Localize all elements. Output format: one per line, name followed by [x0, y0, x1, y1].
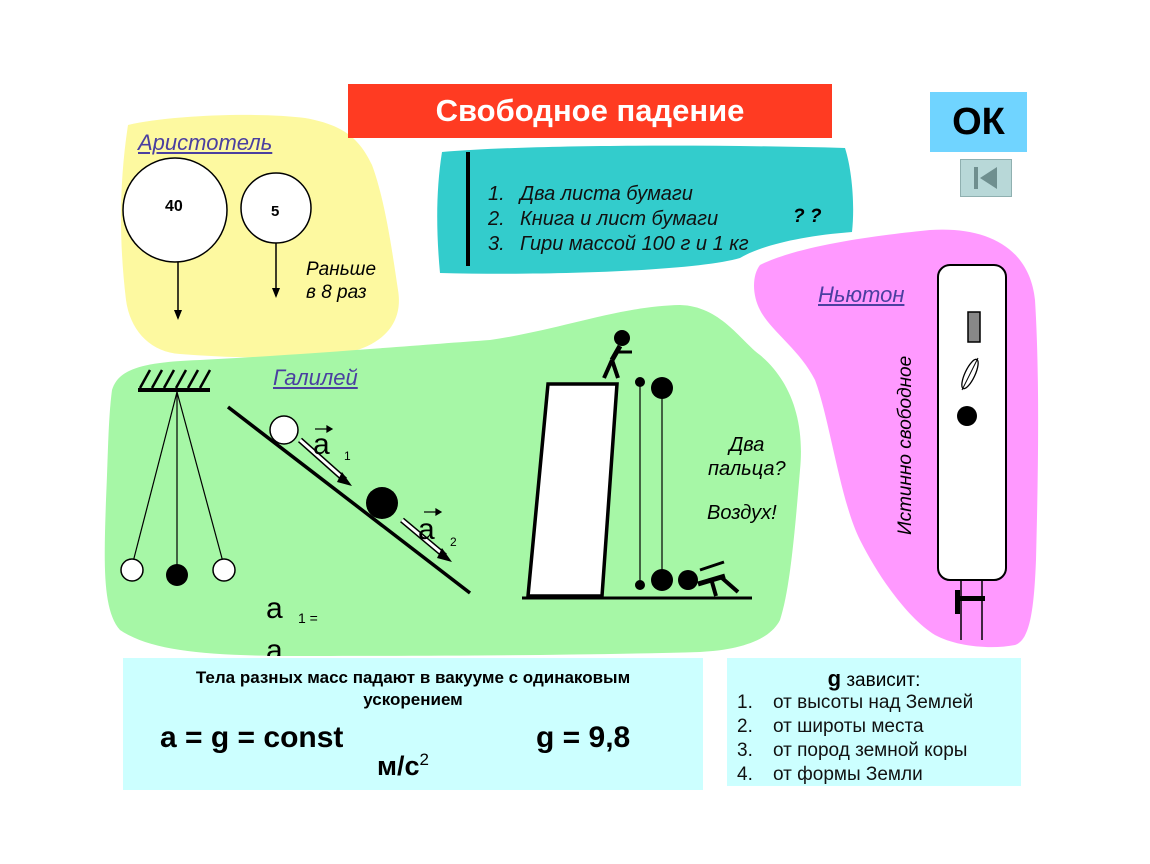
heavy-ball — [122, 157, 228, 263]
two-fingers-note: Два пальца? — [708, 433, 786, 481]
drop-ball-small-top — [635, 377, 645, 387]
pendulum-strings — [132, 391, 224, 566]
pendulum-hatching — [138, 369, 212, 389]
air-note: Воздух! — [707, 502, 777, 524]
conclusion-panel: Тела разных масс падают в вакууме с один… — [123, 658, 703, 790]
g-depends-title: зависит: — [841, 670, 921, 691]
two-fingers-line2: пальца? — [708, 458, 786, 480]
experiments-bar — [466, 152, 470, 266]
galileo-region — [104, 305, 801, 656]
heavy-ball-mass: 40 — [165, 198, 183, 215]
conclusion-line1: Тела разных масс падают в вакууме с один… — [195, 668, 631, 687]
two-fingers-line1: Два — [729, 434, 765, 456]
g-unit-base: м/с — [377, 751, 420, 781]
acceleration-arrow-1 — [298, 437, 352, 486]
drop-ball-large-bottom — [651, 569, 673, 591]
acceleration-arrow-2 — [400, 517, 452, 562]
list-item: 3.от пород земной коры — [737, 740, 968, 761]
pendulum-ball-left — [120, 558, 144, 582]
conclusion-line2: ускорением — [363, 690, 463, 709]
aristotle-note-line2: в 8 раз — [306, 282, 367, 303]
equality-a1: a — [266, 592, 283, 625]
tower-person-icon — [602, 330, 632, 379]
list-item: 1.Два листа бумаги — [488, 183, 693, 205]
acceleration-a2: a — [418, 513, 435, 546]
pendulum-ball-right — [212, 558, 236, 582]
experiments-question: ? ? — [793, 206, 822, 227]
list-item: 1.от высоты над Землей — [737, 692, 974, 713]
newton-label: Ньютон — [818, 282, 905, 307]
aristotle-note-line1: Раньше — [306, 259, 377, 280]
vector-mark-2 — [424, 507, 443, 517]
plane-ball-light — [269, 415, 299, 445]
galileo-label: Галилей — [273, 365, 358, 390]
plane-ball-heavy — [366, 487, 398, 519]
experiments-list: 1.Два листа бумаги 2.Книга и лист бумаги… — [488, 182, 749, 257]
leaning-tower — [526, 382, 619, 598]
list-item: 2.Книга и лист бумаги — [488, 208, 719, 230]
g-unit: м/с2 — [377, 750, 429, 782]
g-depends-heading: g зависит: — [727, 666, 1021, 692]
list-item: 3.Гири массой 100 г и 1 кг — [488, 233, 749, 255]
skip-back-icon — [974, 167, 997, 189]
list-item: 2.от широты места — [737, 716, 924, 737]
vector-mark-1 — [315, 424, 334, 434]
formula: a = g = const — [160, 721, 344, 754]
tube-feather-icon — [961, 357, 979, 391]
pendulum-ball-center — [166, 564, 188, 586]
light-ball-arrowhead — [272, 288, 280, 298]
experiments-region — [437, 145, 854, 274]
acceleration-a2-sub: 2 — [450, 535, 457, 549]
list-item: 4.от формы Земли — [737, 764, 923, 785]
conclusion-text: Тела разных масс падают в вакууме с один… — [123, 667, 703, 711]
inclined-plane — [226, 405, 472, 595]
ok-button[interactable]: ОК — [930, 92, 1027, 152]
g-depends-panel: g зависит: 1.от высоты над Землей 2.от ш… — [727, 658, 1021, 786]
g-depends-list: 1.от высоты над Землей 2.от широты места… — [737, 691, 973, 787]
tube-ball — [957, 406, 977, 426]
page-title: Свободное падение — [348, 84, 832, 138]
ground-person-icon — [678, 560, 740, 597]
tube-valve-icon — [955, 590, 985, 614]
equality-a2-partial: a — [266, 634, 283, 656]
acceleration-a1-sub: 1 — [344, 449, 351, 463]
back-button[interactable] — [960, 159, 1012, 197]
tube-coin — [967, 311, 981, 343]
acceleration-a1: a — [313, 428, 330, 461]
drop-ball-small-bottom — [635, 580, 645, 590]
heavy-ball-arrowhead — [174, 310, 182, 320]
g-depends-symbol: g — [827, 666, 842, 691]
light-ball-mass: 5 — [271, 203, 280, 220]
aristotle-note: Раньше в 8 раз — [306, 258, 376, 304]
drop-ball-large-top — [651, 377, 673, 399]
equality-a1-sub: 1 = — [298, 610, 318, 626]
g-value: g = 9,8 — [536, 721, 631, 754]
aristotle-label: Аристотель — [138, 130, 273, 155]
g-unit-power: 2 — [419, 750, 429, 769]
tube-label: Истинно свободное — [895, 355, 916, 535]
